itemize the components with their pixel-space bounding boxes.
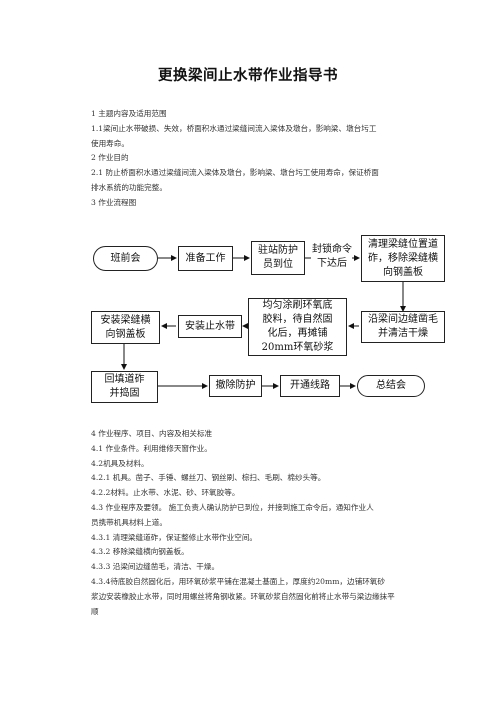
section-heading: 1 主题内容及适用范围 [91, 109, 167, 118]
paragraph-line: 使用寿命。 [91, 138, 129, 148]
paragraph-line: 2.1 防止桥面积水通过梁缝间流入梁体及墩台，影响梁、墩台圬工使用寿命，保证桥面 [91, 168, 379, 178]
section-heading: 3 作业流程图 [91, 197, 137, 207]
section-heading: 4 作业程序、项目、内容及相关标准 [91, 429, 213, 438]
flow-label-blockade-order: 封锁命令 下达后 [312, 244, 352, 269]
flow-node-pre-shift-meeting: 班前会 [93, 246, 158, 271]
paragraph-line: 排水系统的功能完整。 [91, 182, 167, 192]
paragraph-line: 4.3.2 移除梁缝横向钢盖板。 [91, 547, 189, 557]
section-intro: 1 主题内容及适用范围 1.1梁间止水带破损、失效，桥面积水通过梁缝间流入梁体及… [91, 107, 413, 211]
flow-node-install-waterstop: 安装止水带 [178, 315, 242, 338]
paragraph-line: 4.1 作业条件。利用维修天窗作业。 [91, 443, 212, 453]
document-title: 更换梁间止水带作业指导书 [158, 68, 338, 84]
paragraph-line: 浆边安装橡胶止水带，同时用螺丝将角钢收紧。环氧砂浆自然固化前将止水带与梁边缘抹平 [91, 591, 395, 601]
paragraph-line: 1.1梁间止水带破损、失效，桥面积水通过梁缝间流入梁体及墩台，影响梁、墩台圬工 [91, 123, 377, 133]
paragraph-line: 4.2.2材料。止水带、水泥、砂、环氧胶等。 [91, 488, 240, 498]
flow-node-backfill-ballast: 回填道砟 并捣固 [91, 371, 158, 403]
section-procedure: 4 作业程序、项目、内容及相关标准 4.1 作业条件。利用维修天窗作业。 4.2… [91, 427, 413, 619]
section-heading: 2 作业目的 [91, 153, 129, 163]
flow-node-remove-protection: 撤除防护 [209, 375, 262, 397]
flow-node-epoxy-primer: 均匀涂刷环氧底 胶料，待自然固 化后，再摊铺 20mm环氧砂浆 [248, 298, 347, 356]
flow-node-open-line: 开通线路 [280, 375, 340, 397]
paragraph-line: 4.3.1 清理梁缝道砟，保证整修止水带作业空间。 [91, 532, 258, 542]
flow-node-station-protection: 驻站防护 员到位 [251, 241, 305, 275]
paragraph-line: 4.2机具及材料。 [91, 458, 149, 468]
paragraph-line: 顺 [91, 606, 99, 616]
paragraph-line: 员携带机具材料上道。 [91, 517, 167, 527]
paragraph-line: 4.3 作业程序及要领。 施工负责人确认防护已到位，并接到施工命令后，通知作业人 [91, 502, 374, 512]
paragraph-line: 4.3.3 沿梁间边缝凿毛，清洁、干燥。 [91, 562, 220, 572]
paragraph-line: 4.2.1 机具。凿子、手锤、螺丝刀、钢丝刷、棕扫、毛刷、棉纱头等。 [91, 473, 326, 483]
flow-node-preparation: 准备工作 [178, 246, 233, 271]
flow-node-clear-ballast: 清理梁缝位置道 砟，移除梁缝横 向钢盖板 [361, 235, 445, 282]
flow-node-summary-meeting: 总结会 [357, 375, 425, 397]
flow-node-roughen-edges: 沿梁间边缝凿毛 并清洁干燥 [361, 311, 445, 343]
flow-node-install-cover-plate: 安装梁缝横 向钢盖板 [91, 311, 160, 344]
paragraph-line: 4.3.4待底胶自然固化后，用环氧砂浆平铺在混凝土基面上，厚度约20mm，边铺环… [91, 576, 385, 586]
